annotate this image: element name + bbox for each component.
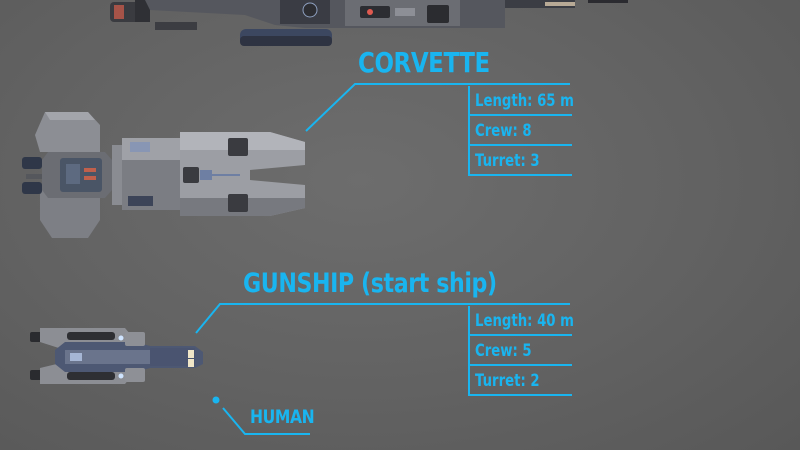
gunship-stats: Length: 40 m Crew: 5 Turret: 2 — [468, 306, 574, 396]
stat-turret: Turret: 3 — [470, 146, 572, 176]
faction-label: HUMAN — [250, 406, 315, 428]
corvette-graphic — [22, 112, 305, 238]
gunship-title-text: GUNSHIP (start ship) — [243, 268, 497, 299]
top-ship-graphic — [110, 0, 575, 46]
stat-length: Length: 40 m — [470, 306, 574, 336]
gunship-title: GUNSHIP (start ship) — [243, 268, 497, 299]
gunship-graphic — [30, 328, 203, 384]
top-ship — [105, 0, 575, 46]
corvette-title: CORVETTE — [358, 46, 490, 79]
stat-turret: Turret: 2 — [470, 366, 572, 396]
stat-crew: Crew: 5 — [470, 336, 572, 366]
stat-length: Length: 65 m — [470, 86, 574, 116]
stat-crew: Crew: 8 — [470, 116, 572, 146]
corvette-stats: Length: 65 m Crew: 8 Turret: 3 — [468, 86, 574, 176]
gunship-ship — [25, 320, 210, 390]
corvette-ship — [0, 90, 320, 250]
top-ship-fragment-right — [588, 0, 628, 3]
